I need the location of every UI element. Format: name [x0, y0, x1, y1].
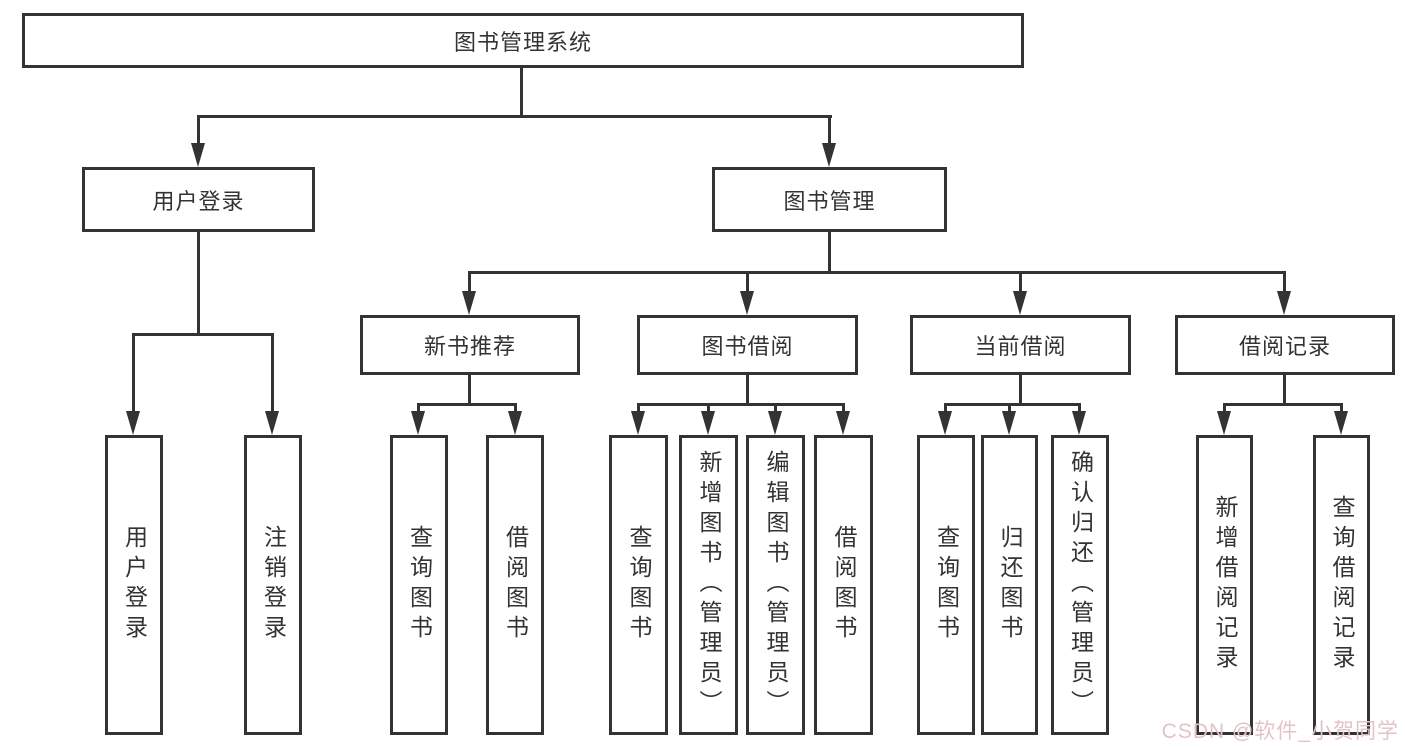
node-new-book-recommendation: 新书推荐 — [360, 315, 580, 375]
arrow-down-icon — [1013, 291, 1027, 315]
arrow-down-icon — [1002, 411, 1016, 435]
node-borrowing-records: 借阅记录 — [1175, 315, 1395, 375]
leaf-borrow-books: 借阅图书 — [814, 435, 873, 735]
arrow-down-icon — [631, 411, 645, 435]
node-library-management-system: 图书管理系统 — [22, 13, 1024, 68]
connector-line — [1019, 375, 1022, 406]
arrow-down-icon — [836, 411, 850, 435]
leaf-confirm-return-admin: 确认归还（管理员） — [1051, 435, 1109, 735]
leaf-user-login: 用户登录 — [105, 435, 163, 735]
connector-line — [1019, 271, 1022, 294]
leaf-logout: 注销登录 — [244, 435, 302, 735]
connector-line — [1008, 403, 1011, 414]
connector-line — [774, 403, 777, 414]
connector-line — [197, 115, 200, 146]
connector-line — [468, 375, 471, 406]
arrow-down-icon — [768, 411, 782, 435]
connector-line — [944, 403, 1081, 406]
leaf-label: 新增借阅记录 — [1212, 495, 1238, 675]
arrow-down-icon — [508, 411, 522, 435]
connector-line — [1223, 403, 1226, 414]
leaf-return-books: 归还图书 — [981, 435, 1038, 735]
leaf-label: 编辑图书（管理员） — [763, 450, 789, 720]
arrow-down-icon — [701, 411, 715, 435]
node-label: 图书借阅 — [701, 334, 794, 359]
arrow-down-icon — [411, 411, 425, 435]
node-label: 借阅记录 — [1238, 334, 1331, 359]
connector-line — [944, 403, 947, 414]
connector-line — [1283, 375, 1286, 406]
node-current-borrowing: 当前借阅 — [910, 315, 1131, 375]
connector-line — [417, 403, 420, 414]
leaf-query-books-current: 查询图书 — [917, 435, 975, 735]
leaf-label: 查询图书 — [626, 525, 652, 645]
leaf-query-books-recommend: 查询图书 — [390, 435, 448, 735]
arrow-down-icon — [1277, 291, 1291, 315]
leaf-edit-books-admin: 编辑图书（管理员） — [746, 435, 805, 735]
node-label: 当前借阅 — [974, 334, 1067, 359]
node-label: 用户登录 — [152, 188, 245, 214]
arrow-down-icon — [1072, 411, 1086, 435]
leaf-query-books-borrow: 查询图书 — [609, 435, 668, 735]
connector-line — [707, 403, 710, 414]
connector-line — [417, 403, 517, 406]
connector-line — [842, 403, 845, 414]
leaf-query-borrow-record: 查询借阅记录 — [1313, 435, 1370, 735]
connector-line — [468, 271, 1286, 274]
connector-line — [1340, 403, 1343, 414]
connector-line — [828, 115, 831, 146]
leaf-label: 借阅图书 — [502, 525, 529, 645]
connector-line — [1223, 403, 1343, 406]
leaf-add-books-admin: 新增图书（管理员） — [679, 435, 738, 735]
node-label: 图书管理 — [783, 188, 876, 214]
leaf-label: 用户登录 — [121, 525, 148, 645]
leaf-label: 新增图书（管理员） — [696, 450, 722, 720]
leaf-label: 归还图书 — [997, 525, 1023, 645]
connector-line — [468, 271, 471, 294]
node-user-login: 用户登录 — [82, 167, 315, 232]
connector-line — [746, 271, 749, 294]
connector-line — [637, 403, 640, 414]
leaf-label: 查询图书 — [933, 525, 960, 645]
leaf-add-borrow-record: 新增借阅记录 — [1196, 435, 1253, 735]
arrow-down-icon — [938, 411, 952, 435]
leaf-label: 确认归还（管理员） — [1067, 450, 1094, 720]
arrow-down-icon — [126, 411, 140, 435]
arrow-down-icon — [1217, 411, 1231, 435]
connector-line — [746, 375, 749, 406]
connector-line — [828, 232, 831, 274]
node-book-management: 图书管理 — [712, 167, 947, 232]
leaf-label: 借阅图书 — [831, 525, 857, 645]
connector-line — [520, 66, 523, 117]
connector-line — [271, 333, 274, 413]
connector-line — [197, 115, 832, 118]
connector-line — [1283, 271, 1286, 294]
connector-line — [197, 232, 200, 336]
node-label: 新书推荐 — [423, 334, 516, 359]
arrow-down-icon — [822, 143, 836, 167]
arrow-down-icon — [740, 291, 754, 315]
leaf-borrow-books-recommend: 借阅图书 — [486, 435, 544, 735]
connector-line — [132, 333, 135, 413]
arrow-down-icon — [462, 291, 476, 315]
node-book-borrowing: 图书借阅 — [637, 315, 858, 375]
leaf-label: 注销登录 — [260, 525, 287, 645]
arrow-down-icon — [265, 411, 279, 435]
leaf-label: 查询图书 — [406, 525, 433, 645]
connector-line — [637, 403, 845, 406]
csdn-watermark: CSDN @软件_小贺同学 — [1161, 720, 1399, 743]
arrow-down-icon — [1334, 411, 1348, 435]
connector-line — [132, 333, 274, 336]
connector-line — [1078, 403, 1081, 414]
leaf-label: 查询借阅记录 — [1329, 495, 1355, 675]
arrow-down-icon — [191, 143, 205, 167]
connector-line — [514, 403, 517, 414]
node-label: 图书管理系统 — [453, 29, 592, 55]
